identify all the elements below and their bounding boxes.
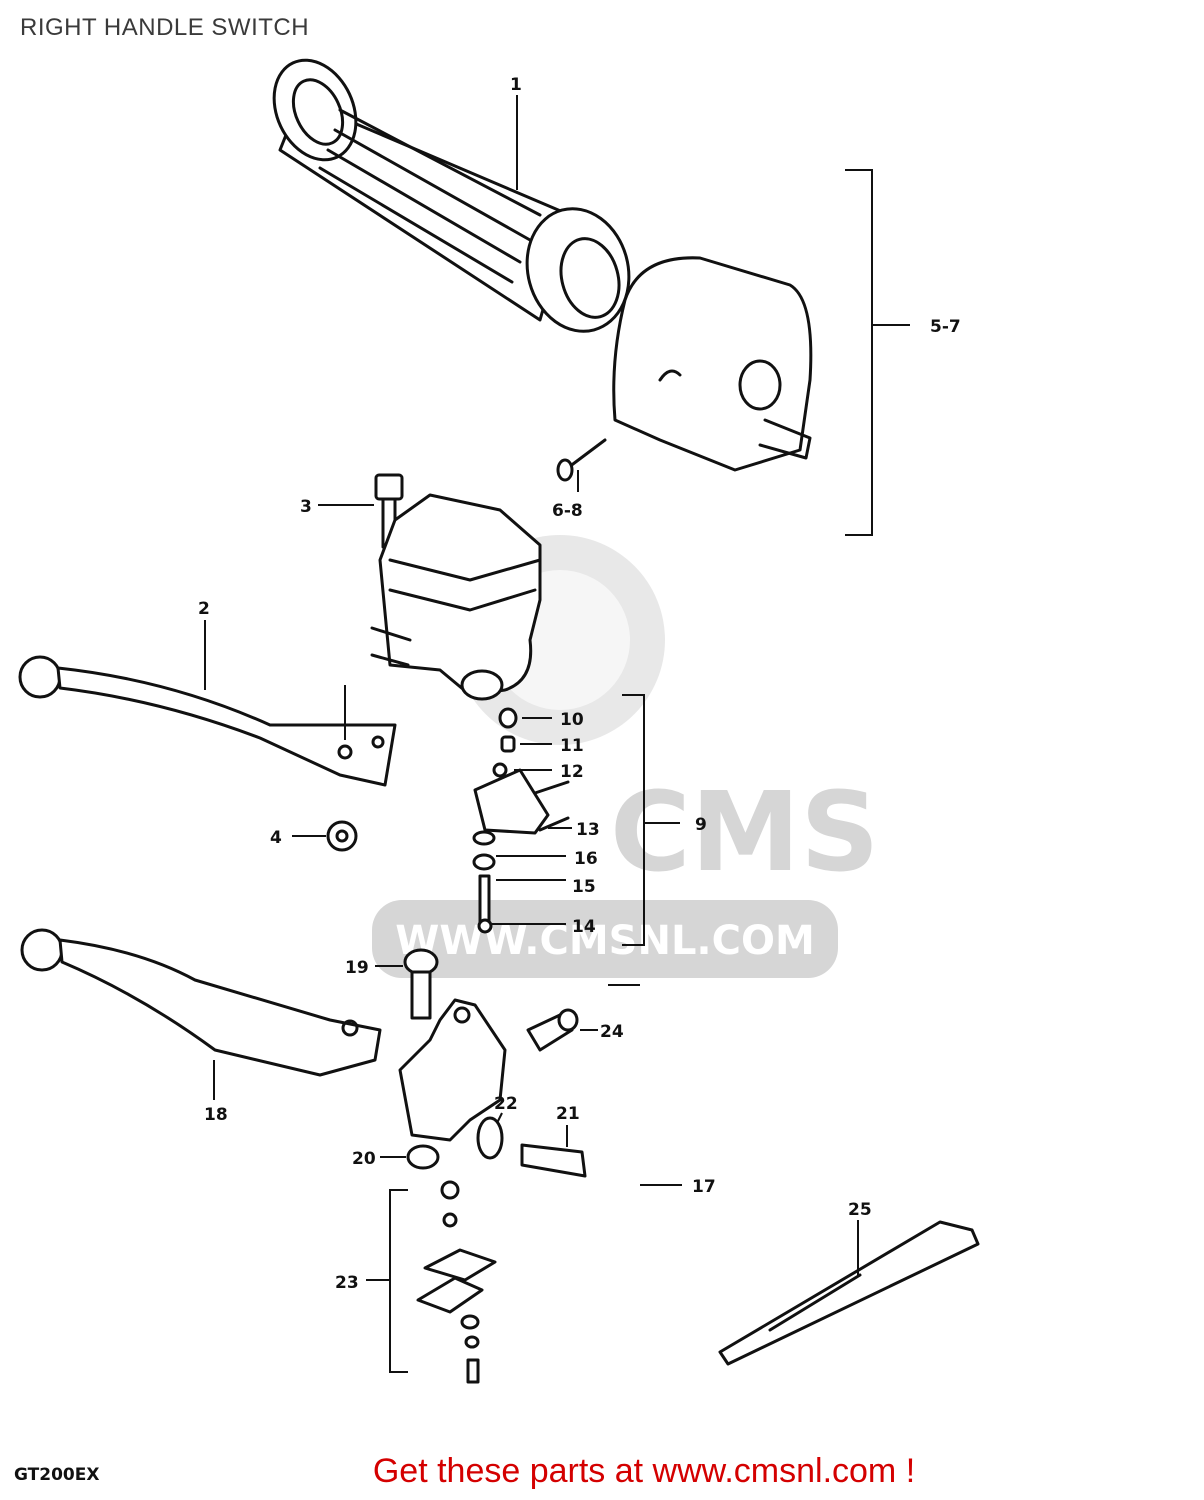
label-1: 1: [510, 75, 522, 95]
brake-lever: [18, 655, 397, 787]
switch-housing: [612, 256, 813, 472]
diagram-title: RIGHT HANDLE SWITCH: [20, 14, 310, 41]
callout-labels: 1 2 3 4 5-7 6-8 9 10 11 12 13 14 15 16 1…: [198, 75, 961, 1293]
leader-lines: [204, 95, 910, 1373]
label-25: 25: [848, 1200, 872, 1220]
model-code: GT200EX: [14, 1465, 99, 1485]
watermark-url: WWW.CMSNL.COM: [395, 918, 815, 964]
label-22: 22: [494, 1094, 518, 1114]
label-12: 12: [560, 762, 584, 782]
label-5-7: 5-7: [930, 317, 961, 337]
label-16: 16: [574, 849, 598, 869]
label-9: 9: [695, 815, 707, 835]
throttle-grip: [272, 58, 631, 333]
clutch-switch-parts: [416, 1180, 497, 1384]
label-4: 4: [270, 828, 282, 848]
footer-link[interactable]: Get these parts at www.cmsnl.com !: [372, 1452, 916, 1490]
label-13: 13: [576, 820, 600, 840]
clutch-lever: [20, 928, 382, 1077]
label-14: 14: [572, 917, 596, 937]
label-24: 24: [600, 1022, 624, 1042]
label-17: 17: [692, 1177, 716, 1197]
label-19: 19: [345, 958, 369, 978]
label-6-8: 6-8: [552, 501, 583, 521]
footer-promo: Get these parts at www.cmsnl.com !: [0, 1452, 1204, 1491]
clutch-bracket: [398, 998, 507, 1142]
master-cylinder: [370, 493, 542, 701]
label-10: 10: [560, 710, 584, 730]
label-3: 3: [300, 497, 312, 517]
adjuster-parts: [406, 1116, 587, 1178]
brake-switch-parts: [472, 707, 570, 934]
housing-screw: [556, 438, 607, 482]
label-23: 23: [335, 1273, 359, 1293]
label-11: 11: [560, 736, 584, 756]
bracket-screw: [526, 1008, 579, 1052]
cable-strap: [718, 1220, 980, 1366]
watermark-brand: CMS: [610, 768, 879, 896]
label-20: 20: [352, 1149, 376, 1169]
label-21: 21: [556, 1104, 580, 1124]
clutch-bolt: [403, 948, 439, 1020]
label-15: 15: [572, 877, 596, 897]
lever-nut: [326, 820, 358, 852]
label-2: 2: [198, 599, 210, 619]
label-18: 18: [204, 1105, 228, 1125]
